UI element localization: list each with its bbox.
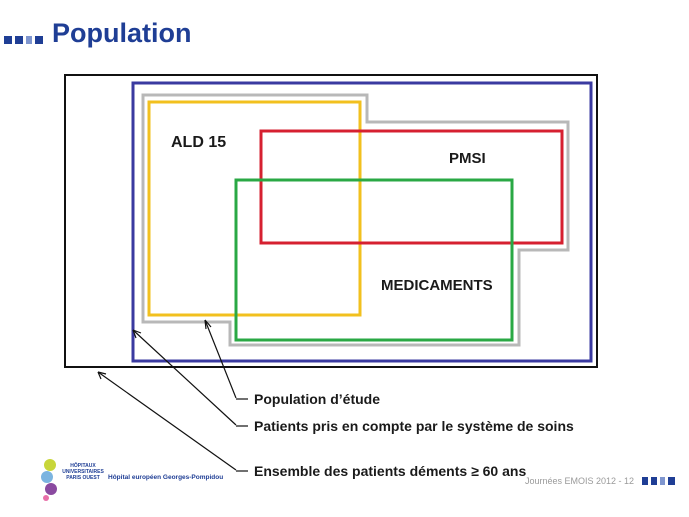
logo-line3: PARIS OUEST bbox=[66, 475, 100, 481]
logo-circles-icon bbox=[41, 459, 57, 501]
arrow-all-patients bbox=[97, 371, 237, 471]
yellow-box-ald15 bbox=[147, 100, 362, 317]
legend-healthcare-system: Patients pris en compte par le système d… bbox=[254, 418, 574, 434]
gray-outline-study-population bbox=[141, 93, 570, 347]
slide-title: Population bbox=[52, 18, 192, 48]
outer-box-all-patients bbox=[64, 74, 598, 368]
arrow-study-population bbox=[204, 319, 237, 399]
hospital-logo: HÔPITAUX UNIVERSITAIRES PARIS OUEST Hôpi… bbox=[40, 455, 223, 503]
green-box-medicaments bbox=[234, 178, 514, 342]
footer-bullets-icon bbox=[642, 477, 675, 485]
footer-text: Journées EMOIS 2012 - 12 bbox=[525, 476, 635, 486]
label-medicaments: MEDICAMENTS bbox=[381, 277, 493, 294]
logo-text: HÔPITAUX UNIVERSITAIRES PARIS OUEST bbox=[60, 463, 106, 481]
arrowhead-study-population bbox=[204, 319, 212, 330]
title-bullets-icon bbox=[4, 36, 43, 44]
arrowhead-all-patients bbox=[97, 371, 107, 380]
arrowhead-healthcare-system bbox=[132, 329, 142, 339]
label-pmsi: PMSI bbox=[449, 150, 486, 167]
logo-line2: UNIVERSITAIRES bbox=[62, 469, 104, 475]
red-box-pmsi bbox=[259, 129, 564, 245]
logo-line1: HÔPITAUX bbox=[70, 463, 96, 469]
arrow-healthcare-system bbox=[132, 329, 237, 426]
blue-box-healthcare-system bbox=[131, 81, 593, 363]
legend-all-patients: Ensemble des patients déments ≥ 60 ans bbox=[254, 463, 527, 479]
label-ald15: ALD 15 bbox=[171, 134, 226, 151]
logo-hospital-name: Hôpital européen Georges-Pompidou bbox=[108, 474, 224, 481]
legend-study-population: Population d’étude bbox=[254, 391, 380, 407]
